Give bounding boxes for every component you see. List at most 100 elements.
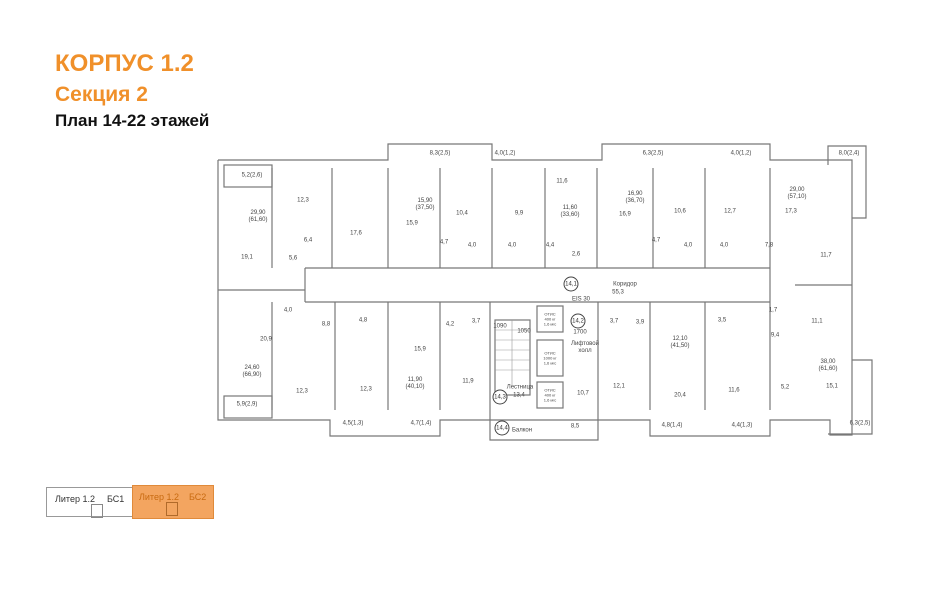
room-area-label: Балкон xyxy=(511,427,533,434)
room-area-label: 10,4 xyxy=(456,210,468,217)
room-area-label: 12,3 xyxy=(297,197,309,204)
room-area-label: 12,1 xyxy=(613,383,625,390)
room-area-label: 4,0 xyxy=(283,307,293,314)
room-area-label: 5,2(2,6) xyxy=(241,172,263,179)
lift-label: OTИС 400 кг 1,6 м/с xyxy=(543,311,557,327)
room-area-label: 12,7 xyxy=(724,208,736,215)
lift-shaft xyxy=(536,381,564,409)
room-area-label: Лестница xyxy=(506,384,534,391)
room-area-label: 8,0(2,4) xyxy=(838,150,860,157)
room-area-label: 1090 xyxy=(493,323,507,330)
room-area-label: 6,3(2,5) xyxy=(642,150,664,157)
room-area-label: 12,3 xyxy=(296,388,308,395)
room-area-label: 20,9 xyxy=(260,336,272,343)
legend-section-bs1[interactable]: Литер 1.2 БС1 xyxy=(46,487,133,518)
room-area-label: 1,7 xyxy=(768,307,778,314)
room-area-label: 4,5(1,3) xyxy=(342,420,364,427)
room-area-label: 12,10 (41,50) xyxy=(670,336,690,349)
room-number-marker: 14,3 xyxy=(492,389,508,405)
room-area-label: 6,3(2,5) xyxy=(849,420,871,427)
room-area-label: 6,4 xyxy=(303,237,313,244)
room-area-label: 4,0(1,2) xyxy=(730,150,752,157)
room-area-label: 12,3 xyxy=(360,386,372,393)
room-area-label: 10,7 xyxy=(577,390,589,397)
building-title: КОРПУС 1.2 xyxy=(55,50,194,77)
room-area-label: 38,00 (61,60) xyxy=(818,359,838,372)
room-area-label: 20,4 xyxy=(674,392,686,399)
room-area-label: 4,7 xyxy=(651,237,661,244)
room-area-label: 11,1 xyxy=(811,318,823,325)
room-area-label: 11,7 xyxy=(820,252,832,259)
section-title: Секция 2 xyxy=(55,83,148,106)
room-area-label: 4,0 xyxy=(467,242,477,249)
room-number-marker: 14,1 xyxy=(563,276,579,292)
room-area-label: 11,6 xyxy=(556,178,568,185)
outer-wall xyxy=(217,143,853,441)
room-area-label: 9,4 xyxy=(770,332,780,339)
room-area-label: 4,2 xyxy=(445,321,455,328)
balcony xyxy=(828,359,873,435)
lift-shaft xyxy=(536,339,564,377)
legend-section-bs2[interactable]: Литер 1.2 БС2 xyxy=(132,485,214,519)
room-area-label: 4,7(1,4) xyxy=(410,420,432,427)
room-area-label: 17,3 xyxy=(785,208,797,215)
room-area-label: EIS 30 xyxy=(571,296,591,303)
room-area-label: 15,90 (37,50) xyxy=(415,198,435,211)
room-number-marker: 14,2 xyxy=(570,313,586,329)
room-area-label: 1700 xyxy=(573,329,587,336)
room-area-label: 15,1 xyxy=(826,383,838,390)
room-area-label: 4,0 xyxy=(719,242,729,249)
room-area-label: 10,6 xyxy=(674,208,686,215)
room-area-label: 8,3(2,5) xyxy=(429,150,451,157)
room-area-label: 3,5 xyxy=(717,317,727,324)
room-area-label: Коридор xyxy=(613,281,637,288)
room-area-label: 4,8 xyxy=(358,317,368,324)
room-area-label: 4,4(1,3) xyxy=(731,422,753,429)
room-area-label: 24,60 (66,90) xyxy=(242,365,262,378)
room-area-label: 4,7 xyxy=(439,239,449,246)
room-area-label: 5,6 xyxy=(288,255,298,262)
room-area-label: 15,9 xyxy=(406,220,418,227)
room-area-label: 11,90 (40,10) xyxy=(405,377,425,390)
room-area-label: 9,9 xyxy=(514,210,524,217)
room-area-label: 4,0(1,2) xyxy=(494,150,516,157)
room-area-label: 13,4 xyxy=(513,392,525,399)
lift-label: OTИС 400 кг 1,6 м/с xyxy=(543,387,557,403)
room-area-label: Лифтовой холл xyxy=(571,341,599,354)
room-area-label: 3,7 xyxy=(471,318,481,325)
legend-liter: Литер 1.2 xyxy=(139,492,179,502)
room-area-label: 2,6 xyxy=(571,251,581,258)
room-area-label: 15,9 xyxy=(414,346,426,353)
room-area-label: 29,00 (57,10) xyxy=(787,187,807,200)
room-area-label: 16,90 (36,70) xyxy=(625,191,645,204)
section-legend: Литер 1.2 БС1 Литер 1.2 БС2 xyxy=(46,485,214,519)
legend-section: БС1 xyxy=(107,494,125,504)
room-area-label: 4,0 xyxy=(683,242,693,249)
room-number-marker: 14,4 xyxy=(494,420,510,436)
room-area-label: 19,1 xyxy=(241,254,253,261)
room-area-label: 8,5 xyxy=(570,423,580,430)
room-area-label: 11,60 (33,60) xyxy=(560,205,580,218)
room-area-label: 4,8(1,4) xyxy=(661,422,683,429)
room-area-label: 3,9 xyxy=(635,319,645,326)
lift-label: OTИС 1000 кг 1,6 м/с xyxy=(543,350,557,366)
lift-shaft xyxy=(536,305,564,333)
room-area-label: 55,3 xyxy=(612,289,624,296)
room-area-label: 5,9(2,9) xyxy=(236,401,258,408)
room-area-label: 5,2 xyxy=(780,384,790,391)
room-area-label: 3,7 xyxy=(609,318,619,325)
walls xyxy=(217,143,873,441)
legend-liter: Литер 1.2 xyxy=(55,494,95,504)
floor-plan-title: План 14-22 этажей xyxy=(55,111,210,130)
room-area-label: 29,90 (61,60) xyxy=(248,210,268,223)
legend-section: БС2 xyxy=(189,492,207,502)
room-area-label: 11,9 xyxy=(462,378,474,385)
room-area-label: 7,8 xyxy=(764,242,774,249)
room-area-label: 11,6 xyxy=(728,387,740,394)
room-area-label: 8,8 xyxy=(321,321,331,328)
room-area-label: 4,0 xyxy=(507,242,517,249)
balcony xyxy=(827,145,867,219)
room-area-label: 17,6 xyxy=(350,230,362,237)
room-area-label: 1050 xyxy=(517,328,531,335)
